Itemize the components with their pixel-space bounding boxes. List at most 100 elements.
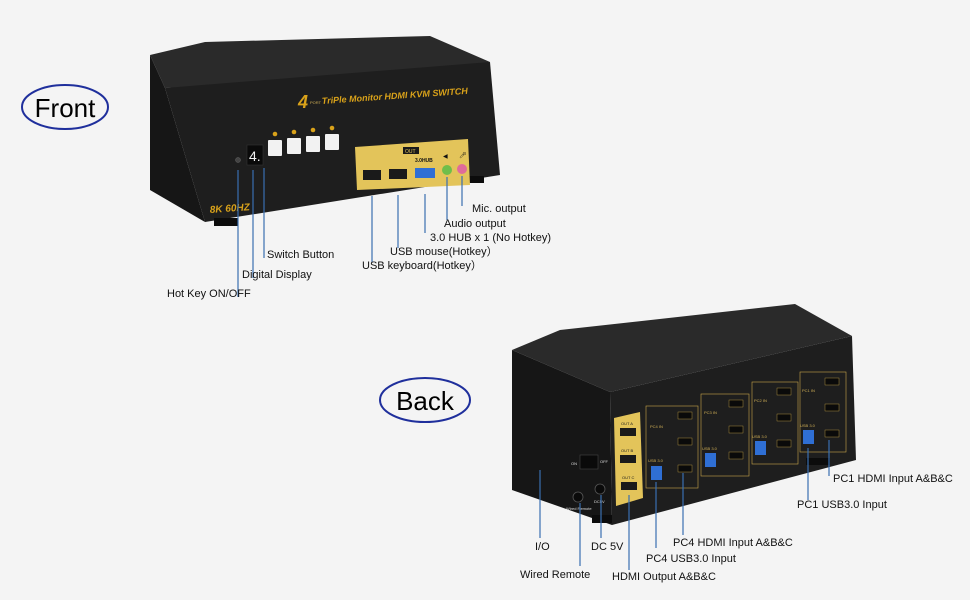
callout-wired-remote: Wired Remote <box>520 569 590 581</box>
front-gold-panel <box>355 139 470 190</box>
callout-usb-keyboard: USB keyboard(Hotkey） <box>362 259 482 272</box>
button-number-2 <box>291 129 297 135</box>
pc4-usb-label: USB 3.0 <box>648 458 664 463</box>
back-device-side <box>512 350 612 525</box>
callout-mic: Mic. output <box>472 203 526 215</box>
pc2-hdmi-a <box>776 387 792 396</box>
hub-label: 3.0HUB <box>415 158 433 164</box>
pc2-usb-port <box>755 441 766 455</box>
pc2-hdmi-b <box>776 413 792 422</box>
front-foot-right <box>460 176 484 183</box>
pc4-hdmi-a <box>677 411 693 420</box>
button-number-4 <box>329 125 335 131</box>
front-label: Front <box>35 93 96 123</box>
hdmi-out-a-label: OUT A <box>621 421 633 426</box>
pc3-hdmi-a <box>728 399 744 408</box>
switch-buttons <box>268 125 339 156</box>
front-foot-left <box>214 218 238 226</box>
pc1-hdmi-c <box>824 429 840 438</box>
pc1-usb-label: USB 3.0 <box>800 423 816 428</box>
pc3-usb-label: USB 3.0 <box>702 446 718 451</box>
button-number-1 <box>272 131 278 137</box>
power-switch[interactable] <box>579 454 599 470</box>
product-port-number: 4 <box>297 92 308 112</box>
hdmi-out-c <box>621 482 637 490</box>
digital-display-digit: 4. <box>249 148 261 164</box>
mic-jack <box>457 164 467 174</box>
dc-jack <box>594 483 606 495</box>
pc2-hdmi-c <box>776 439 792 448</box>
switch-button-3[interactable] <box>306 136 320 152</box>
callout-pc1-hdmi: PC1 HDMI Input A&B&C <box>833 473 953 485</box>
back-label-oval <box>379 377 471 423</box>
product-port-word: PORT <box>310 100 322 105</box>
callout-hdmi-output: HDMI Output A&B&C <box>612 571 716 583</box>
digital-display <box>246 144 264 166</box>
back-label: Back <box>396 386 455 416</box>
headphone-icon: ◀︎ <box>443 154 448 160</box>
callout-audio: Audio output <box>444 218 506 230</box>
hdmi-out-a <box>620 428 636 436</box>
pc2-label: PC2 IN <box>754 398 767 403</box>
usb-mouse-port <box>389 169 407 179</box>
hdmi-out-b-label: OUT B <box>621 448 633 453</box>
pc2-usb-label: USB 3.0 <box>752 434 768 439</box>
pc3-hdmi-b <box>728 425 744 434</box>
back-section: Back ON OFF Wired Remote DC5V OUT A OUT … <box>379 304 953 583</box>
callout-io: I/O <box>535 541 550 553</box>
pc3-hdmi-c <box>728 451 744 460</box>
wired-remote-jack <box>572 491 584 503</box>
front-callout-lines <box>237 168 463 297</box>
back-device-top <box>512 304 852 392</box>
audio-jack <box>442 165 452 175</box>
callout-digital-display: Digital Display <box>242 269 312 281</box>
out-badge-label: OUT <box>405 149 416 155</box>
wired-remote-tag: Wired Remote <box>566 506 592 511</box>
pc4-group-frame <box>645 405 699 489</box>
front-section: Front 4 PORT TriPle Monitor HDMI KVM SWI… <box>21 36 551 300</box>
switch-off-label: OFF <box>600 459 609 464</box>
pc2-group-frame <box>751 381 799 465</box>
button-number-3 <box>310 127 316 133</box>
switch-button-1[interactable] <box>268 140 282 156</box>
out-badge <box>403 147 419 154</box>
pc4-hdmi-b <box>677 437 693 446</box>
mic-icon: 🎤︎ <box>459 152 467 159</box>
pc3-label: PC3 IN <box>704 410 717 415</box>
usb-hub-port <box>415 168 435 178</box>
pc4-hdmi-c <box>677 464 693 473</box>
pc1-label: PC1 IN <box>802 388 815 393</box>
pc4-label: PC4 IN <box>650 424 663 429</box>
hdmi-out-c-label: OUT C <box>622 475 634 480</box>
callout-dc: DC 5V <box>591 541 624 553</box>
hdmi-out-b <box>620 455 636 463</box>
pc1-hdmi-a <box>824 377 840 386</box>
callout-hub: 3.0 HUB x 1 (No Hotkey) <box>430 232 551 244</box>
callout-pc4-hdmi: PC4 HDMI Input A&B&C <box>673 537 793 549</box>
back-foot-right <box>806 458 830 465</box>
front-label-oval <box>21 84 109 130</box>
pc3-usb-port <box>705 453 716 467</box>
switch-button-2[interactable] <box>287 138 301 154</box>
callout-usb-mouse: USB mouse(Hotkey） <box>390 245 498 258</box>
callout-hotkey: Hot Key ON/OFF <box>167 288 251 300</box>
usb-keyboard-port <box>363 170 381 180</box>
resolution-badge: 8K 60HZ <box>209 202 251 216</box>
front-device-side <box>150 55 205 222</box>
back-callout-lines <box>539 440 830 570</box>
pc3-group-frame <box>700 393 750 477</box>
back-foot-left <box>592 515 612 523</box>
callout-switch-button: Switch Button <box>267 249 334 261</box>
pc4-usb-port <box>651 466 662 480</box>
hotkey-led <box>235 157 241 163</box>
callout-pc4-usb: PC4 USB3.0 Input <box>646 553 736 565</box>
pc1-usb-port <box>803 430 814 444</box>
callout-pc1-usb: PC1 USB3.0 Input <box>797 499 887 511</box>
dc-tag: DC5V <box>594 499 605 504</box>
pc1-group-frame <box>799 371 847 453</box>
pc1-hdmi-b <box>824 403 840 412</box>
switch-button-4[interactable] <box>325 134 339 150</box>
pc-input-groups: PC4 IN USB 3.0 PC3 IN USB 3.0 PC2 IN USB… <box>645 371 847 489</box>
switch-on-label: ON <box>571 461 577 466</box>
